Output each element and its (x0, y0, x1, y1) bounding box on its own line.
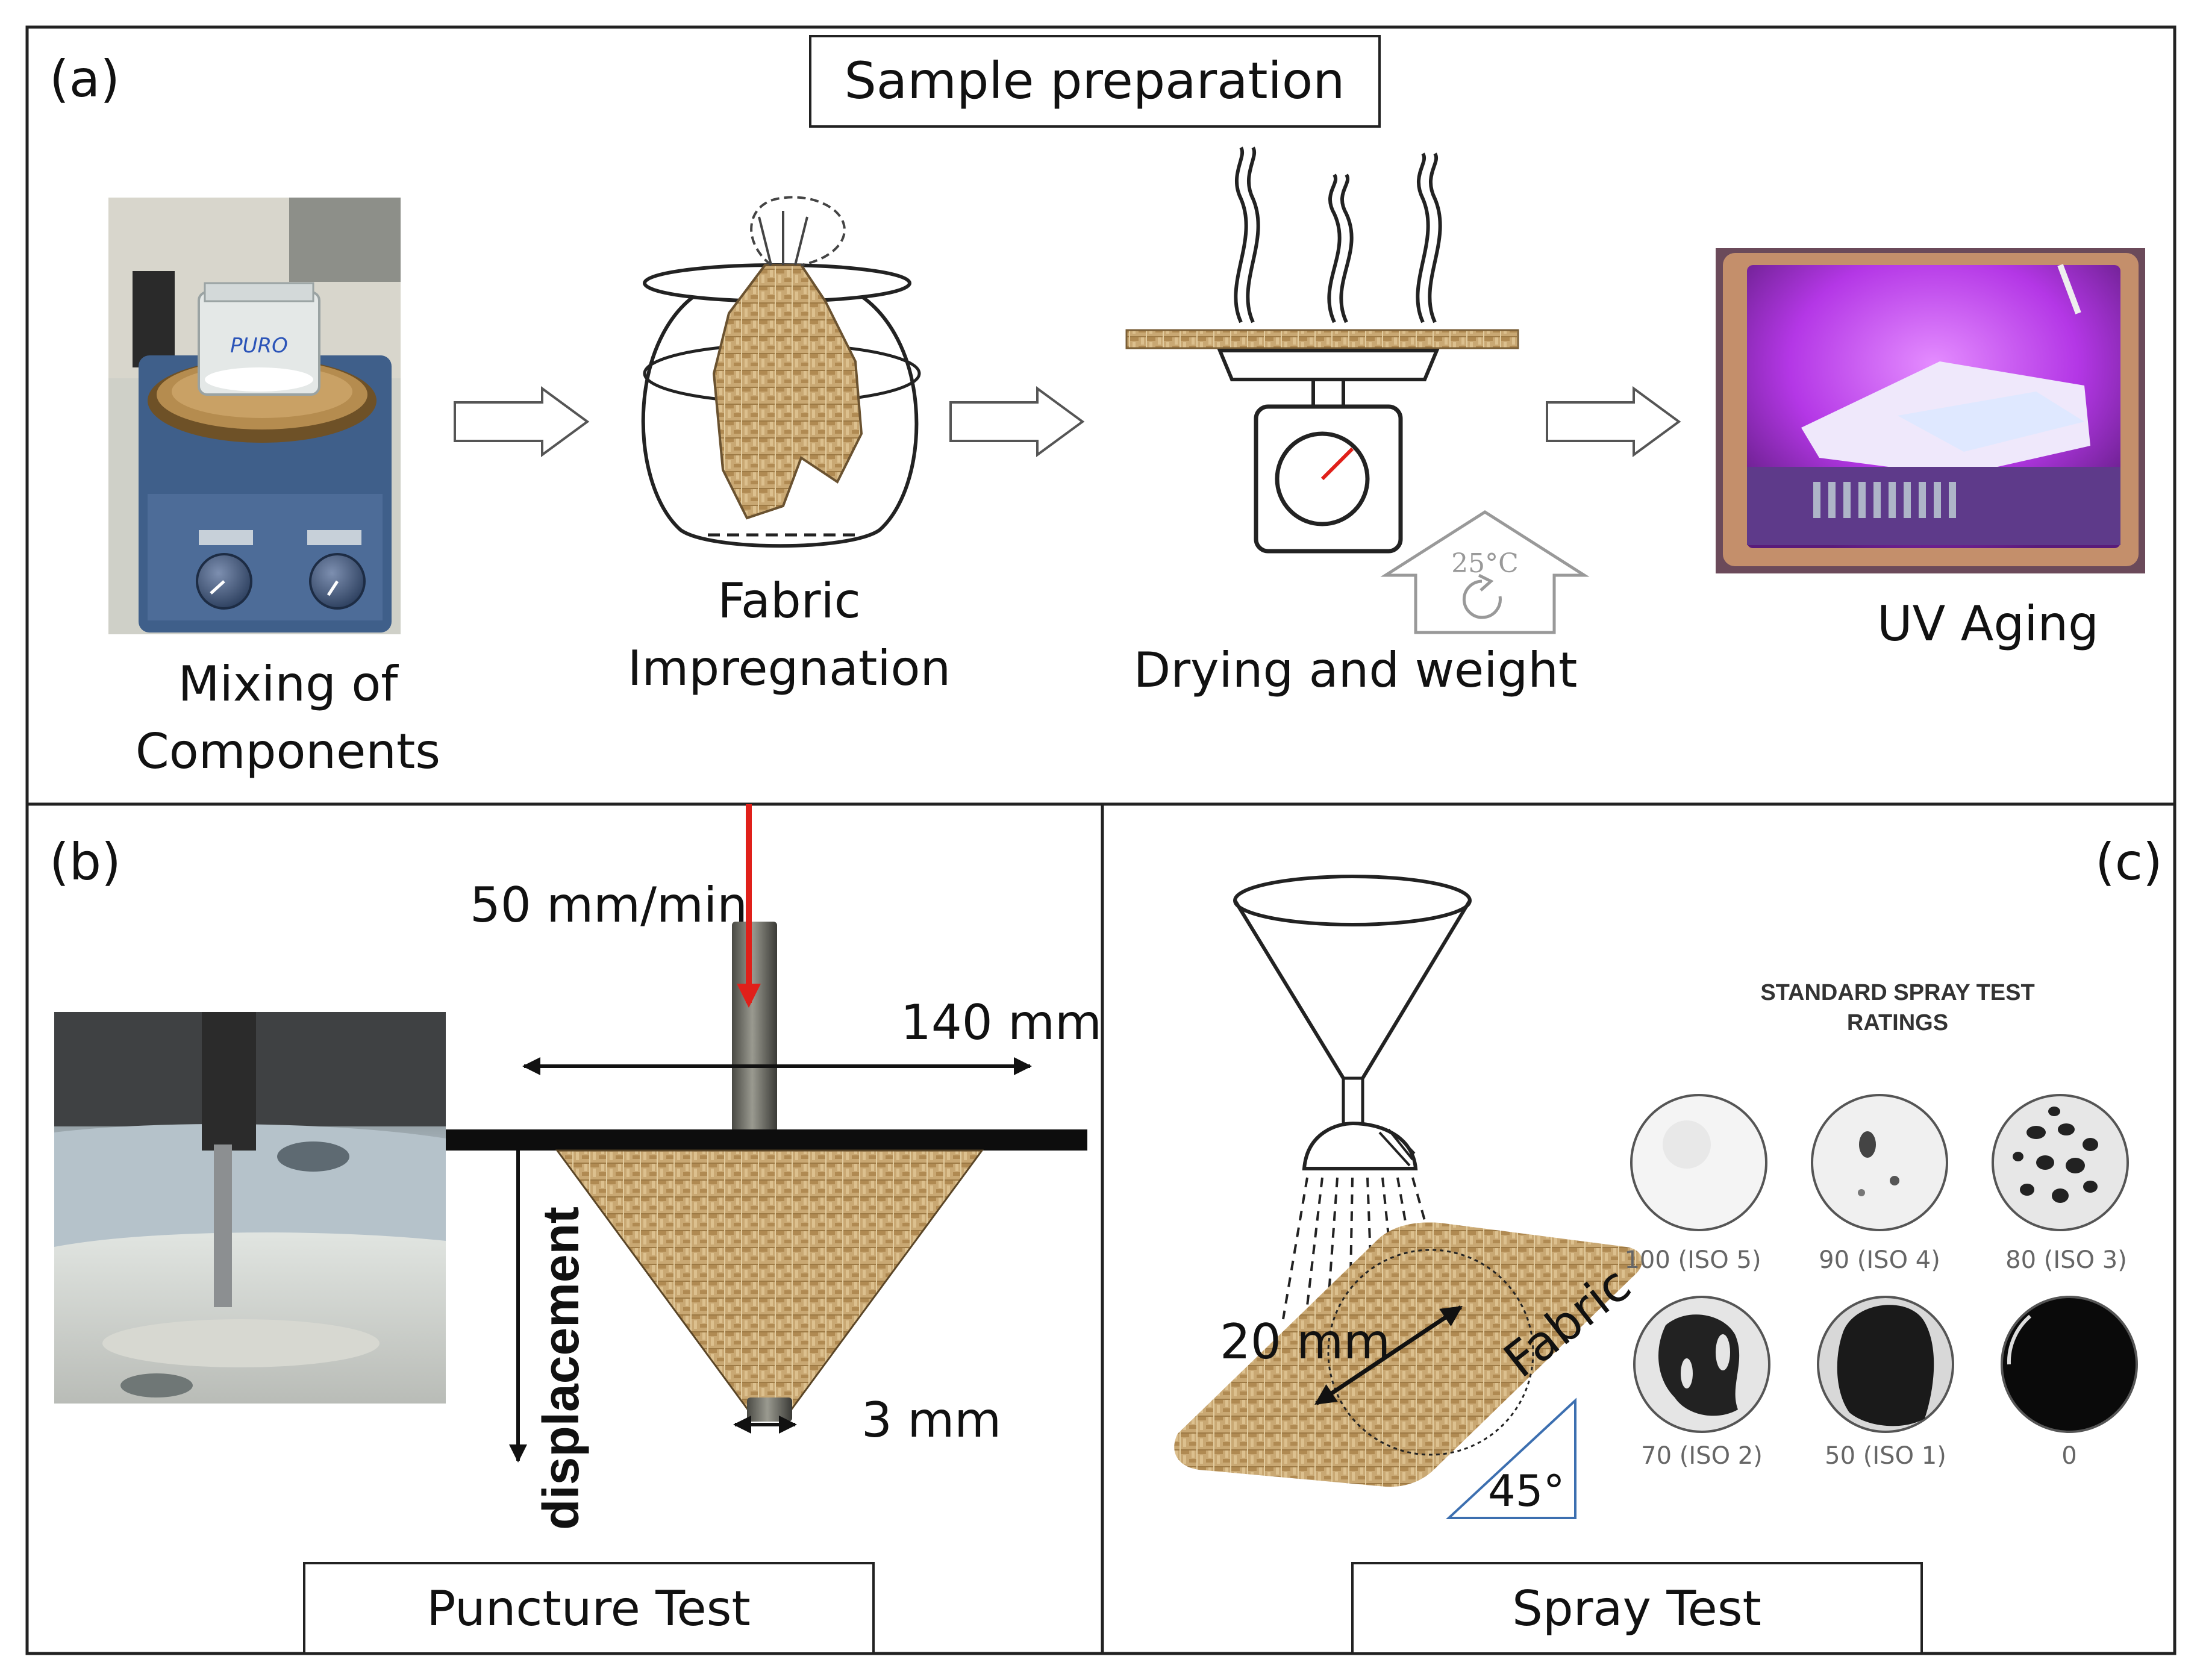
speed-label: 50 mm/min (470, 877, 748, 933)
sample-preparation-title: Sample preparation (844, 51, 1345, 110)
flow-arrow-3 (1546, 386, 1681, 457)
step2-label-line2: Impregnation (628, 640, 951, 696)
angle-label: 45° (1488, 1466, 1565, 1516)
panel-b: (b) 50 mm/min 140 mm 3 mm displacement (25, 802, 1104, 1655)
rating-sample-50 (1817, 1296, 1954, 1433)
rating-label-50: 50 (ISO 1) (1825, 1442, 1946, 1470)
panel-a-tag: (a) (49, 49, 120, 108)
fabric-cone (555, 1149, 984, 1414)
panel-a: (a) Sample preparation PURO Mixing of (25, 25, 2176, 806)
puncture-test-box (303, 1562, 875, 1655)
rating-label-0: 0 (2061, 1442, 2076, 1470)
rating-sample-70 (1633, 1296, 1770, 1433)
temperature-house-icon: 25°C (1380, 510, 1590, 634)
rating-sample-0 (2001, 1296, 2138, 1433)
impregnation-illustration (641, 196, 921, 548)
panel-c: (c) 20 mm Fabric (1101, 802, 2176, 1655)
rating-sample-90 (1811, 1094, 1948, 1231)
support-plate (446, 1129, 1087, 1151)
puncture-photo (54, 1012, 446, 1404)
rating-label-100: 100 (ISO 5) (1624, 1246, 1761, 1274)
puncture-rod (732, 922, 777, 1132)
sample-preparation-box (809, 35, 1381, 128)
panel-b-tag: (b) (49, 832, 121, 892)
mixing-photo: PURO (108, 198, 401, 634)
ratings-title-line1: STANDARD SPRAY TEST (1760, 980, 2034, 1005)
width-label: 140 mm (901, 995, 1102, 1051)
panel-c-tag: (c) (2095, 832, 2163, 892)
rating-sample-80 (1992, 1094, 2129, 1231)
spray-test-title: Spray Test (1512, 1581, 1761, 1637)
spray-diameter-arrow (1314, 1305, 1463, 1405)
puncture-test-title: Puncture Test (427, 1581, 751, 1637)
rating-label-90: 90 (ISO 4) (1819, 1246, 1940, 1274)
step2-label-line1: Fabric (717, 573, 861, 629)
rating-label-70: 70 (ISO 2) (1641, 1442, 1763, 1470)
rating-sample-100 (1630, 1094, 1767, 1231)
flow-arrow-2 (949, 386, 1085, 457)
uv-chamber-photo (1716, 248, 2145, 573)
step1-label-line2: Components (136, 723, 440, 779)
spray-funnel-illustration (1233, 875, 1472, 1344)
step3-label: Drying and weight (1134, 642, 1578, 698)
ratings-title-line2: RATINGS (1847, 1010, 1948, 1035)
rod-tip (747, 1397, 792, 1422)
jar-label: PURO (230, 334, 288, 358)
tip-label: 3 mm (861, 1392, 1001, 1448)
step1-label-line1: Mixing of (178, 656, 399, 712)
flow-arrow-1 (454, 386, 590, 457)
step4-label: UV Aging (1877, 596, 2099, 652)
diameter-label: 20 mm (1220, 1314, 1390, 1370)
spray-ratings-chart: STANDARD SPRAY TEST RATINGS 100 (ISO 5) … (1624, 980, 2138, 1470)
displacement-label: displacement (533, 1207, 589, 1530)
spray-test-box (1351, 1562, 1923, 1655)
angle-triangle (1445, 1397, 1576, 1519)
temperature-label: 25°C (1451, 548, 1519, 579)
panel-c-border (1101, 802, 2176, 1655)
drying-scale-illustration (1125, 146, 1519, 554)
rating-label-80: 80 (ISO 3) (2005, 1246, 2127, 1274)
